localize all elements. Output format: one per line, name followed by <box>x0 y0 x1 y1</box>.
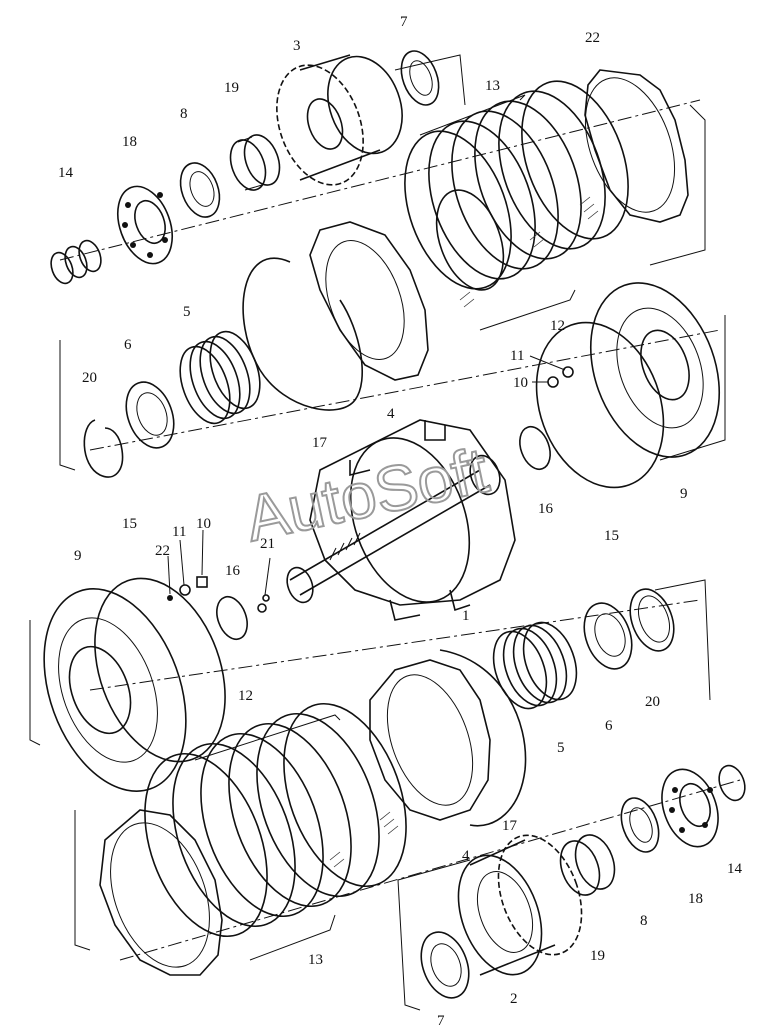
part-22-end-plate-top <box>584 69 689 223</box>
part-6-retainer-bottom <box>583 602 633 670</box>
part-4-pressure-plate-top <box>309 221 429 381</box>
part-3-gear-top <box>276 54 403 186</box>
label-19-bottom: 19 <box>590 948 605 964</box>
part-7-thrust-washer-top <box>400 50 440 106</box>
part-9-piston-housing-right <box>589 282 721 458</box>
label-13-bottom: 13 <box>308 952 323 968</box>
part-20-circlip-top <box>83 419 124 478</box>
label-12-bottom: 12 <box>238 688 253 704</box>
label-8-bottom: 8 <box>640 913 648 929</box>
labels-top: 7 3 19 8 18 14 22 13 12 11 10 9 16 15 5 … <box>58 14 688 624</box>
label-6-top: 6 <box>124 337 132 353</box>
part-21-pins <box>257 557 271 613</box>
part-14-snap-rings-top <box>50 239 102 285</box>
part-9-piston-housing-left <box>43 588 187 792</box>
watermark: AutoSoft <box>239 434 494 556</box>
label-10-top: 10 <box>513 375 528 391</box>
part-15-seal-ring-left <box>94 577 226 763</box>
part-2-gear-bottom <box>457 834 583 976</box>
part-8-washer-bottom <box>620 797 660 853</box>
part-8-washer-top <box>179 162 221 218</box>
part-20-circlip-bottom <box>629 588 675 652</box>
part-5-spring-bottom <box>492 621 578 710</box>
center-lines <box>59 99 741 961</box>
label-12-top: 12 <box>550 318 565 334</box>
label-15-bottom: 15 <box>122 516 137 532</box>
part-18-ball-bearing-top <box>117 185 173 265</box>
part-14-snap-ring-bottom <box>718 764 746 802</box>
label-4-top: 4 <box>387 406 395 422</box>
label-11-bottom: 11 <box>172 524 186 540</box>
label-4-bottom: 4 <box>462 848 470 864</box>
label-17-top: 17 <box>312 435 328 451</box>
part-13-12-clutch-pack-top <box>404 80 629 308</box>
label-1-top: 1 <box>462 608 470 624</box>
part-17-snap-ring-bottom <box>439 649 527 827</box>
label-14-top: 14 <box>58 165 74 181</box>
part-7-thrust-washer-bottom <box>420 931 470 999</box>
label-8-top: 8 <box>180 106 188 122</box>
part-16-o-ring-right <box>519 425 551 471</box>
label-7-top: 7 <box>400 14 408 30</box>
label-14-bottom: 14 <box>727 861 743 877</box>
label-16-bottom: 16 <box>225 563 241 579</box>
label-2-bottom: 2 <box>510 991 518 1007</box>
part-4-pressure-plate-bottom <box>369 659 491 821</box>
label-9-top: 9 <box>680 486 688 502</box>
label-16-top: 16 <box>538 501 554 517</box>
group-brackets <box>29 54 726 1011</box>
label-10-bottom: 10 <box>196 516 211 532</box>
part-16-o-ring-left <box>216 595 248 641</box>
label-13-top: 13 <box>485 78 500 94</box>
part-12-13-clutch-pack-bottom <box>144 702 407 938</box>
label-18-top: 18 <box>122 134 137 150</box>
label-21-bottom: 21 <box>260 536 275 552</box>
label-22-top: 22 <box>585 30 600 46</box>
part-19-needle-bearing-bottom <box>559 834 616 896</box>
part-6-retainer-top <box>125 381 175 449</box>
label-11-top: 11 <box>510 348 524 364</box>
labels-bottom: 15 11 10 22 9 16 21 12 5 6 20 17 4 13 2 … <box>74 516 743 1029</box>
part-5-spring-top <box>179 330 261 425</box>
label-5-top: 5 <box>183 304 191 320</box>
part-11-10-ball-pin-right <box>529 355 574 388</box>
label-9-bottom: 9 <box>74 548 82 564</box>
label-15-top: 15 <box>604 528 619 544</box>
label-7-bottom: 7 <box>437 1013 445 1029</box>
label-5-bottom: 5 <box>557 740 565 756</box>
part-1-clutch-drum-shaft <box>286 419 516 621</box>
label-17-bottom: 17 <box>502 818 518 834</box>
part-22-11-10-left <box>167 529 208 601</box>
label-6-bottom: 6 <box>605 718 613 734</box>
label-3-top: 3 <box>293 38 301 54</box>
label-20-bottom: 20 <box>645 694 660 710</box>
part-22-end-plate-bottom <box>99 809 223 976</box>
label-22-bottom: 22 <box>155 543 170 559</box>
part-18-ball-bearing-bottom <box>661 768 719 848</box>
label-20-top: 20 <box>82 370 97 386</box>
label-19-top: 19 <box>224 80 239 96</box>
part-15-seal-ring-right <box>535 321 665 489</box>
label-18-bottom: 18 <box>688 891 703 907</box>
part-17-snap-ring-top <box>242 257 363 411</box>
part-19-needle-bearing-top <box>229 134 281 191</box>
